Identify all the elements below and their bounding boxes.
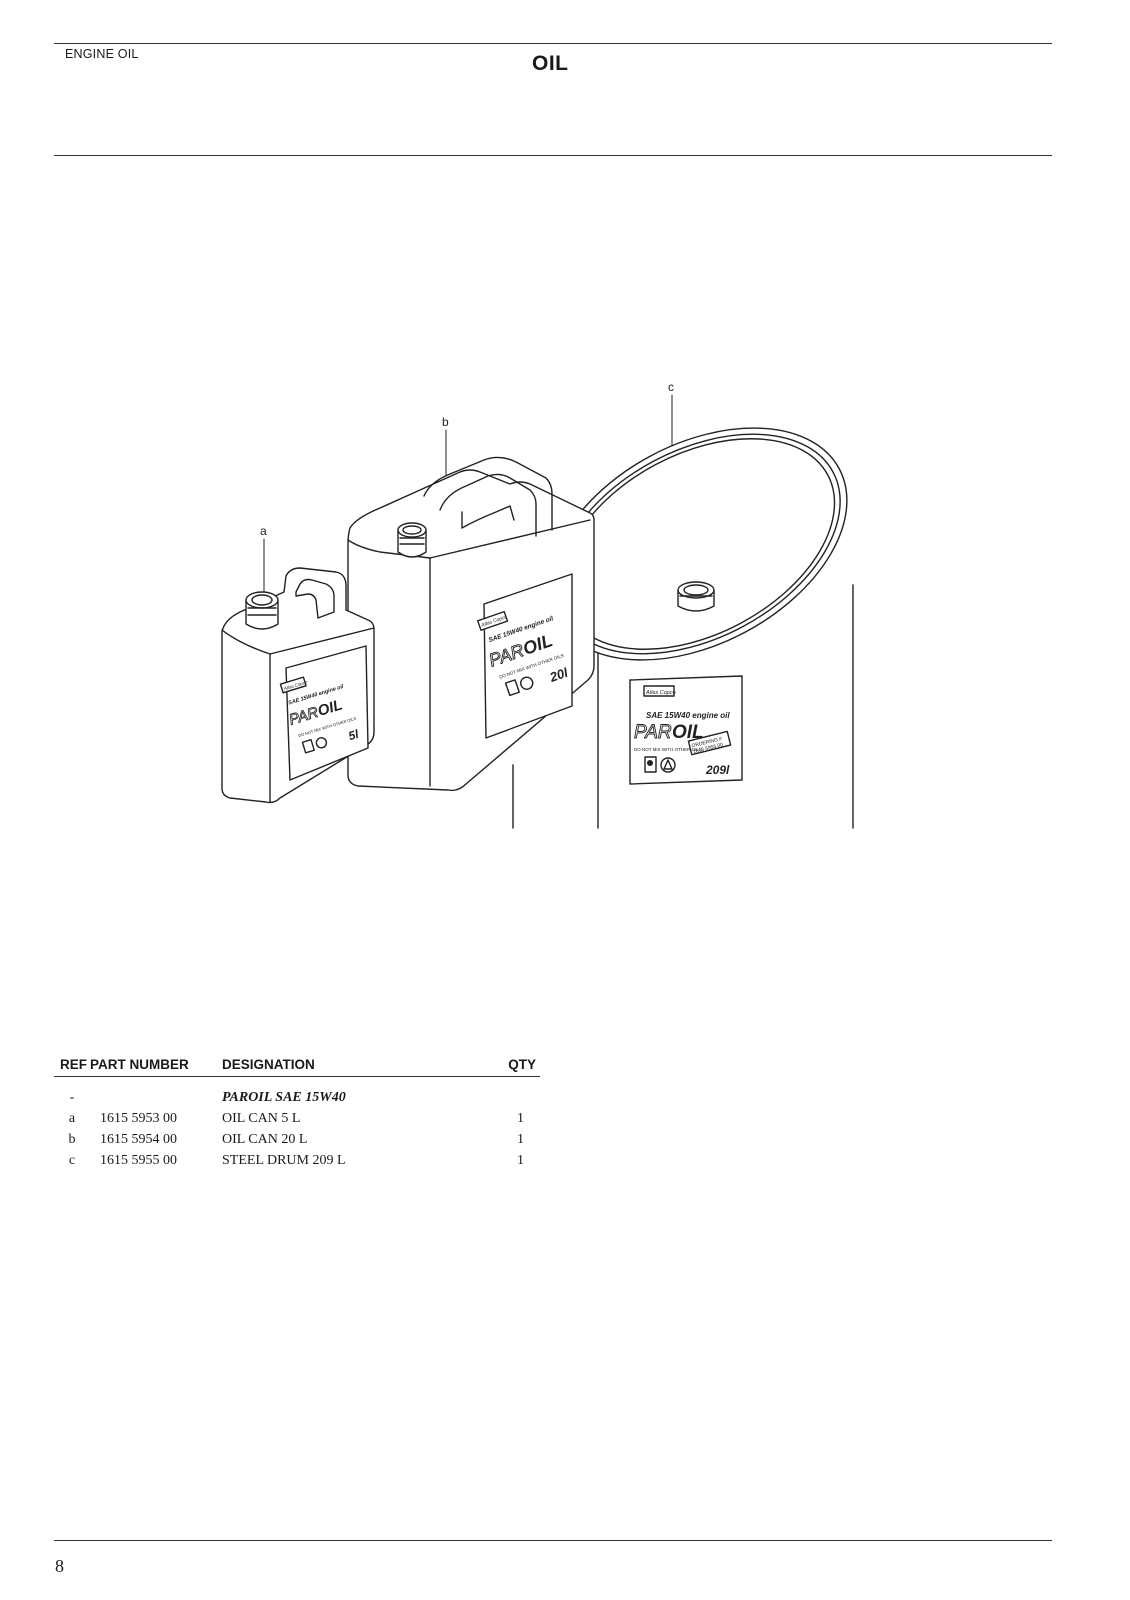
row-ref: b <box>68 1131 76 1147</box>
table-row: a 1615 5953 00 OIL CAN 5 L 1 <box>54 1108 540 1129</box>
row-part-number <box>90 1077 222 1109</box>
row-qty: 1 <box>517 1131 524 1147</box>
oil-containers-illustration: Atlas Copco SAE 15W40 engine oil PAR OIL… <box>0 380 1130 860</box>
row-designation: PAROIL SAE 15W40 <box>222 1089 346 1105</box>
svg-text:PAR: PAR <box>634 722 672 743</box>
col-part-number: PART NUMBER <box>90 1057 222 1077</box>
svg-text:OIL: OIL <box>316 696 345 720</box>
callout-a: a <box>260 524 267 538</box>
row-part-number: 1615 5953 00 <box>100 1110 177 1126</box>
svg-text:5l: 5l <box>347 727 361 744</box>
header-bottom-rule <box>54 155 1052 156</box>
col-qty: QTY <box>475 1057 540 1077</box>
footer-rule <box>54 1540 1052 1541</box>
oil-can-5l-a: Atlas Copco SAE 15W40 engine oil PAR OIL… <box>221 524 375 804</box>
svg-text:20l: 20l <box>547 665 570 686</box>
parts-table: REF PART NUMBER DESIGNATION QTY - PAROIL… <box>54 1057 540 1171</box>
page-number: 8 <box>55 1556 64 1576</box>
svg-text:209l: 209l <box>705 763 730 777</box>
drum-label: Atlas Copco SAE 15W40 engine oil PAR OIL… <box>629 675 743 785</box>
header-top-rule <box>54 43 1052 44</box>
table-row: - PAROIL SAE 15W40 <box>54 1077 540 1109</box>
table-row: c 1615 5955 00 STEEL DRUM 209 L 1 <box>54 1150 540 1171</box>
row-ref: a <box>68 1110 76 1126</box>
col-designation: DESIGNATION <box>222 1057 476 1077</box>
svg-text:DO NOT MIX WITH OTHER OILS: DO NOT MIX WITH OTHER OILS <box>634 747 702 752</box>
page-title: OIL <box>532 52 569 75</box>
row-part-number: 1615 5955 00 <box>100 1152 177 1168</box>
row-designation: OIL CAN 5 L <box>222 1110 301 1126</box>
svg-text:SAE 15W40 engine oil: SAE 15W40 engine oil <box>646 711 730 720</box>
row-designation: OIL CAN 20 L <box>222 1131 308 1147</box>
col-ref: REF <box>54 1057 90 1077</box>
row-designation: STEEL DRUM 209 L <box>222 1152 346 1168</box>
drum-bung <box>677 581 715 612</box>
svg-text:Atlas Copco: Atlas Copco <box>645 690 676 696</box>
callout-c: c <box>668 380 674 394</box>
callout-b: b <box>442 415 449 429</box>
row-part-number: 1615 5954 00 <box>100 1131 177 1147</box>
section-label: ENGINE OIL <box>65 47 139 61</box>
row-ref: c <box>68 1152 76 1168</box>
can-a-cap <box>245 591 279 630</box>
parts-table-header: REF PART NUMBER DESIGNATION QTY <box>54 1057 540 1077</box>
row-ref: - <box>69 1089 75 1105</box>
row-qty <box>475 1077 540 1109</box>
svg-text:OIL: OIL <box>672 722 704 743</box>
can-b-cap <box>397 522 427 558</box>
row-qty: 1 <box>517 1152 524 1168</box>
oil-can-20l-b: Atlas Copco SAE 15W40 engine oil PAR OIL… <box>347 415 595 829</box>
table-row: b 1615 5954 00 OIL CAN 20 L 1 <box>54 1129 540 1150</box>
row-qty: 1 <box>517 1110 524 1126</box>
